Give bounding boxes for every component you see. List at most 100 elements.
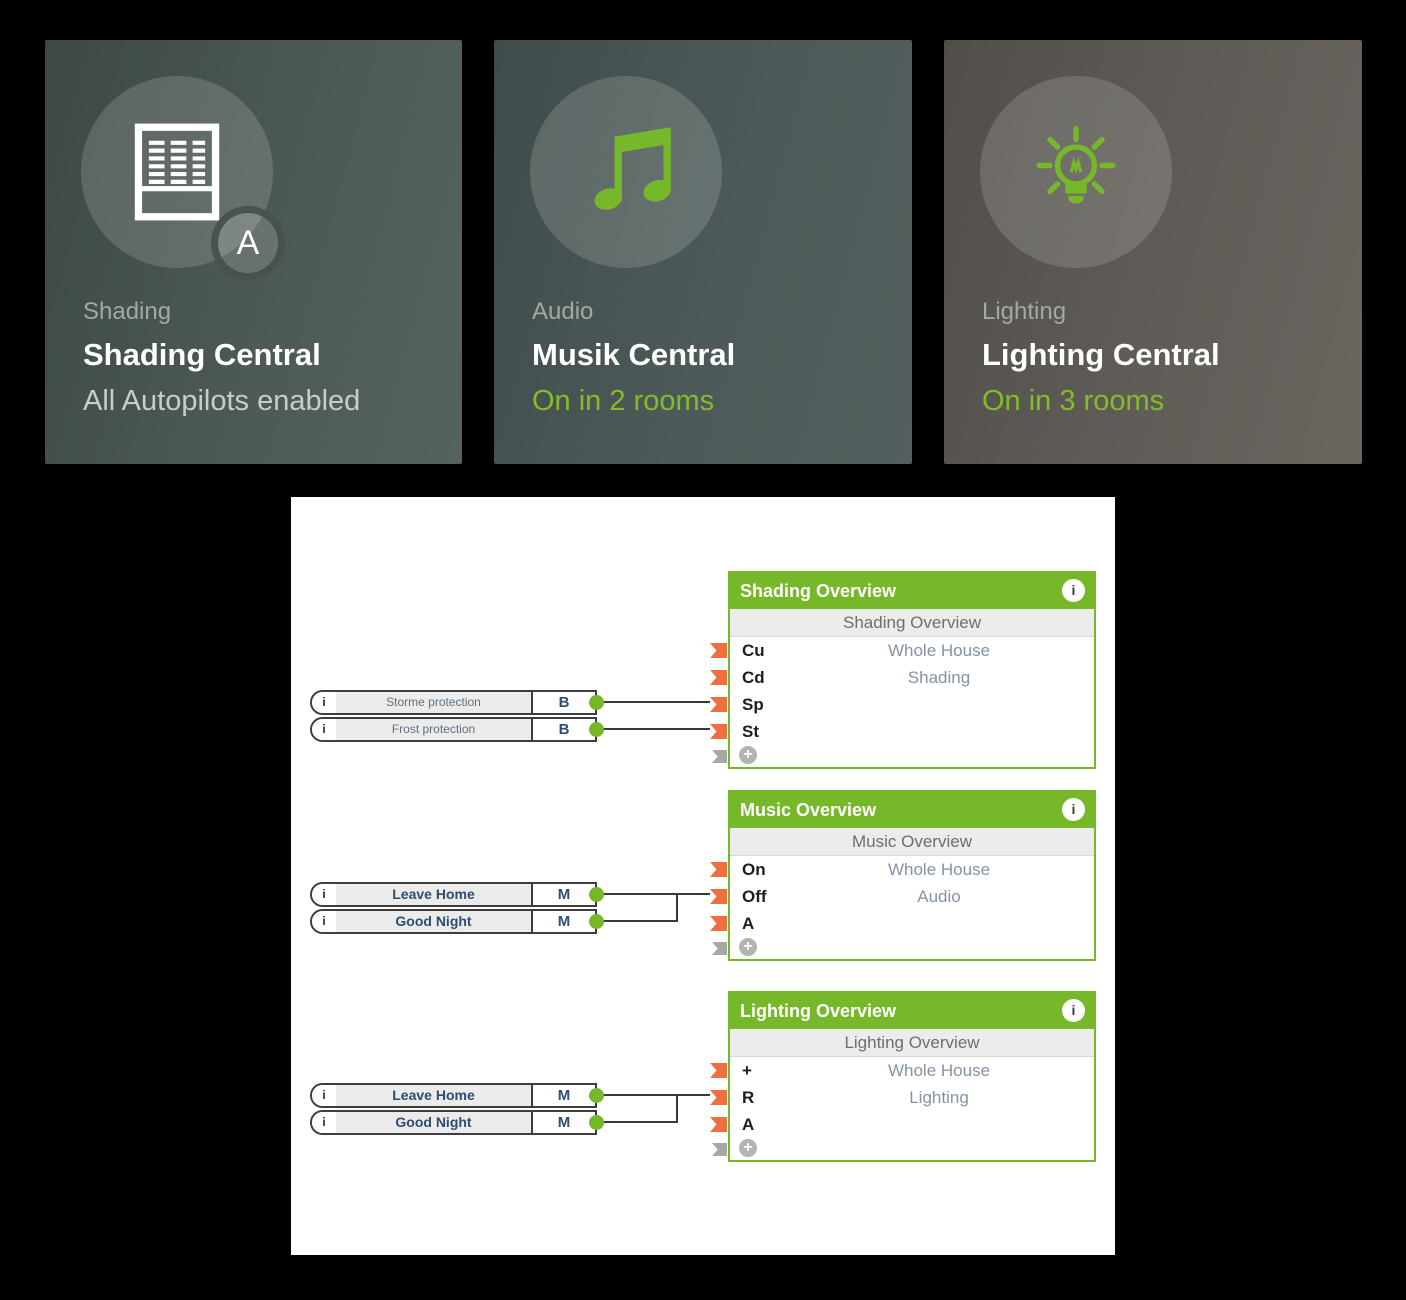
input-object-leave-home-2[interactable]: i Leave Home M (310, 1083, 604, 1108)
output-connector[interactable] (589, 695, 604, 710)
tile-title: Shading Central (83, 337, 321, 372)
input-object-good-night[interactable]: i Good Night M (310, 909, 604, 934)
tile-icon-circle (530, 76, 722, 268)
input-label: Leave Home (392, 886, 475, 902)
wire-junction-music (676, 893, 678, 922)
info-icon[interactable]: i (1062, 798, 1085, 821)
tile-shading-central[interactable]: A Shading Shading Central All Autopilots… (45, 40, 462, 464)
input-label: Leave Home (392, 1087, 475, 1103)
info-icon[interactable]: i (1062, 579, 1085, 602)
input-connector-off[interactable] (710, 889, 727, 904)
input-connector-add[interactable] (712, 750, 727, 763)
port-label: Sp (742, 695, 764, 714)
function-block-lighting-overview[interactable]: Lighting Overview i Lighting Overview + … (710, 991, 1096, 1162)
input-connector-st[interactable] (710, 724, 727, 739)
block-subtitle: Music Overview (730, 828, 1094, 856)
input-label: Storme protection (386, 695, 481, 709)
input-type-letter: M (531, 911, 595, 932)
tile-lighting-central[interactable]: Lighting Lighting Central On in 3 rooms (944, 40, 1362, 464)
input-connector-a[interactable] (710, 1117, 727, 1132)
input-type-letter: B (531, 692, 595, 713)
output-connector[interactable] (589, 1115, 604, 1130)
input-info-icon: i (312, 692, 336, 713)
function-block-shading-overview[interactable]: Shading Overview i Shading Overview Cu W… (710, 571, 1096, 769)
wire-junction-lighting (676, 1094, 678, 1123)
input-connector-cu[interactable] (710, 643, 727, 658)
block-row: Cu Whole House (730, 637, 1094, 664)
input-object-leave-home[interactable]: i Leave Home M (310, 882, 604, 907)
row-text: Whole House (887, 641, 991, 660)
add-input-icon[interactable]: + (739, 746, 757, 764)
input-info-icon: i (312, 1085, 336, 1106)
block-header[interactable]: Music Overview i (730, 792, 1094, 828)
block-header[interactable]: Lighting Overview i (730, 993, 1094, 1029)
port-label: On (742, 860, 766, 879)
block-row: Sp (730, 691, 1094, 718)
block-title: Music Overview (740, 800, 877, 820)
output-connector[interactable] (589, 914, 604, 929)
block-row: A (730, 910, 1094, 937)
block-add-row: + (730, 937, 1094, 959)
tile-musik-central[interactable]: Audio Musik Central On in 2 rooms (494, 40, 912, 464)
output-connector[interactable] (589, 1088, 604, 1103)
wire-goodnight-branch-2 (603, 1121, 678, 1123)
input-object-frost-protection[interactable]: i Frost protection B (310, 717, 604, 742)
wire-storm-to-sp (603, 701, 710, 703)
output-connector[interactable] (589, 722, 604, 737)
info-icon[interactable]: i (1062, 999, 1085, 1022)
tile-category: Shading (83, 298, 172, 325)
input-label: Good Night (395, 1114, 472, 1130)
row-text: Audio (917, 887, 961, 906)
block-add-row: + (730, 745, 1094, 767)
add-input-icon[interactable]: + (739, 1139, 757, 1157)
block-header[interactable]: Shading Overview i (730, 573, 1094, 609)
input-type-letter: M (531, 1112, 595, 1133)
block-subtitle: Shading Overview (730, 609, 1094, 637)
config-canvas: i Storme protection B i Frost protection… (291, 497, 1115, 1255)
wire-leavehome-to-r (603, 1094, 710, 1096)
wire-frost-to-st (603, 728, 710, 730)
input-info-icon: i (312, 1112, 336, 1133)
port-label: + (742, 1061, 752, 1080)
input-connector-a[interactable] (710, 916, 727, 931)
input-connector-add[interactable] (712, 1143, 727, 1156)
autopilot-badge: A (211, 206, 285, 280)
port-label: St (742, 722, 759, 741)
input-connector-sp[interactable] (710, 697, 727, 712)
block-add-row: + (730, 1138, 1094, 1160)
tile-icon-circle (81, 76, 273, 268)
block-row: Off Audio (730, 883, 1094, 910)
tile-status: On in 2 rooms (532, 385, 715, 417)
input-object-good-night-2[interactable]: i Good Night M (310, 1110, 604, 1135)
port-label: R (742, 1088, 755, 1107)
input-connector-plus[interactable] (710, 1063, 727, 1078)
wire-goodnight-branch (603, 920, 678, 922)
input-connector-on[interactable] (710, 862, 727, 877)
port-label: A (742, 1115, 755, 1134)
wire-leavehome-to-off (603, 893, 710, 895)
input-object-storme-protection[interactable]: i Storme protection B (310, 690, 604, 715)
block-title: Shading Overview (740, 581, 897, 601)
block-row: R Lighting (730, 1084, 1094, 1111)
input-label: Good Night (395, 913, 472, 929)
tile-status: On in 3 rooms (982, 385, 1165, 417)
input-label: Frost protection (391, 722, 476, 736)
block-row: + Whole House (730, 1057, 1094, 1084)
port-label: Off (742, 887, 767, 906)
tile-title: Musik Central (532, 337, 736, 372)
output-connector[interactable] (589, 887, 604, 902)
input-connector-cd[interactable] (710, 670, 727, 685)
port-label: Cd (742, 668, 765, 687)
add-input-icon[interactable]: + (739, 938, 757, 956)
block-row: St (730, 718, 1094, 745)
block-row: A (730, 1111, 1094, 1138)
row-text: Lighting (909, 1088, 969, 1107)
tile-icon-circle (980, 76, 1172, 268)
autopilot-badge-letter: A (236, 223, 260, 262)
input-info-icon: i (312, 884, 336, 905)
function-block-music-overview[interactable]: Music Overview i Music Overview On Whole… (710, 790, 1096, 961)
block-row: On Whole House (730, 856, 1094, 883)
input-connector-r[interactable] (710, 1090, 727, 1105)
input-connector-add[interactable] (712, 942, 727, 955)
